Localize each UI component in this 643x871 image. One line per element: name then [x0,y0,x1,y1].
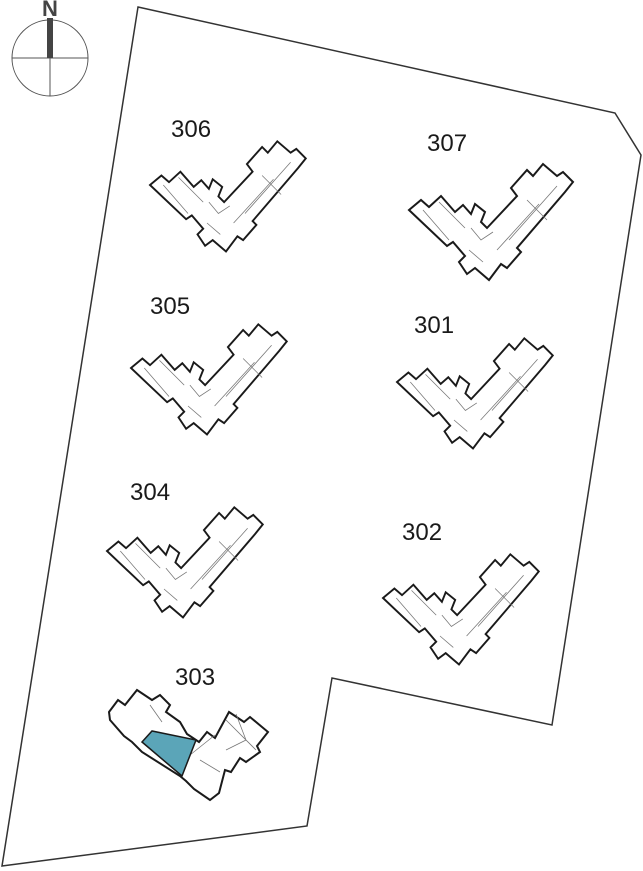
compass-north-arrow-icon [47,18,53,58]
building-label-302: 302 [402,519,442,546]
building-label-307: 307 [427,130,467,157]
building-307[interactable]: 307 [408,130,574,281]
building-303[interactable]: 303 [107,664,270,802]
building-label-306: 306 [171,116,211,143]
building-label-303: 303 [175,664,215,691]
building-label-305: 305 [150,293,190,320]
building-306[interactable]: 306 [149,116,307,253]
building-302[interactable]: 302 [382,519,540,666]
building-304[interactable]: 304 [106,479,264,619]
building-label-301: 301 [414,312,454,339]
building-301[interactable]: 301 [396,312,554,450]
compass: N [11,0,89,97]
compass-north-label: N [42,0,58,21]
selected-unit-highlight[interactable] [140,730,198,778]
building-label-304: 304 [130,479,170,506]
site-boundary [1,6,642,867]
building-305[interactable]: 305 [130,293,288,436]
